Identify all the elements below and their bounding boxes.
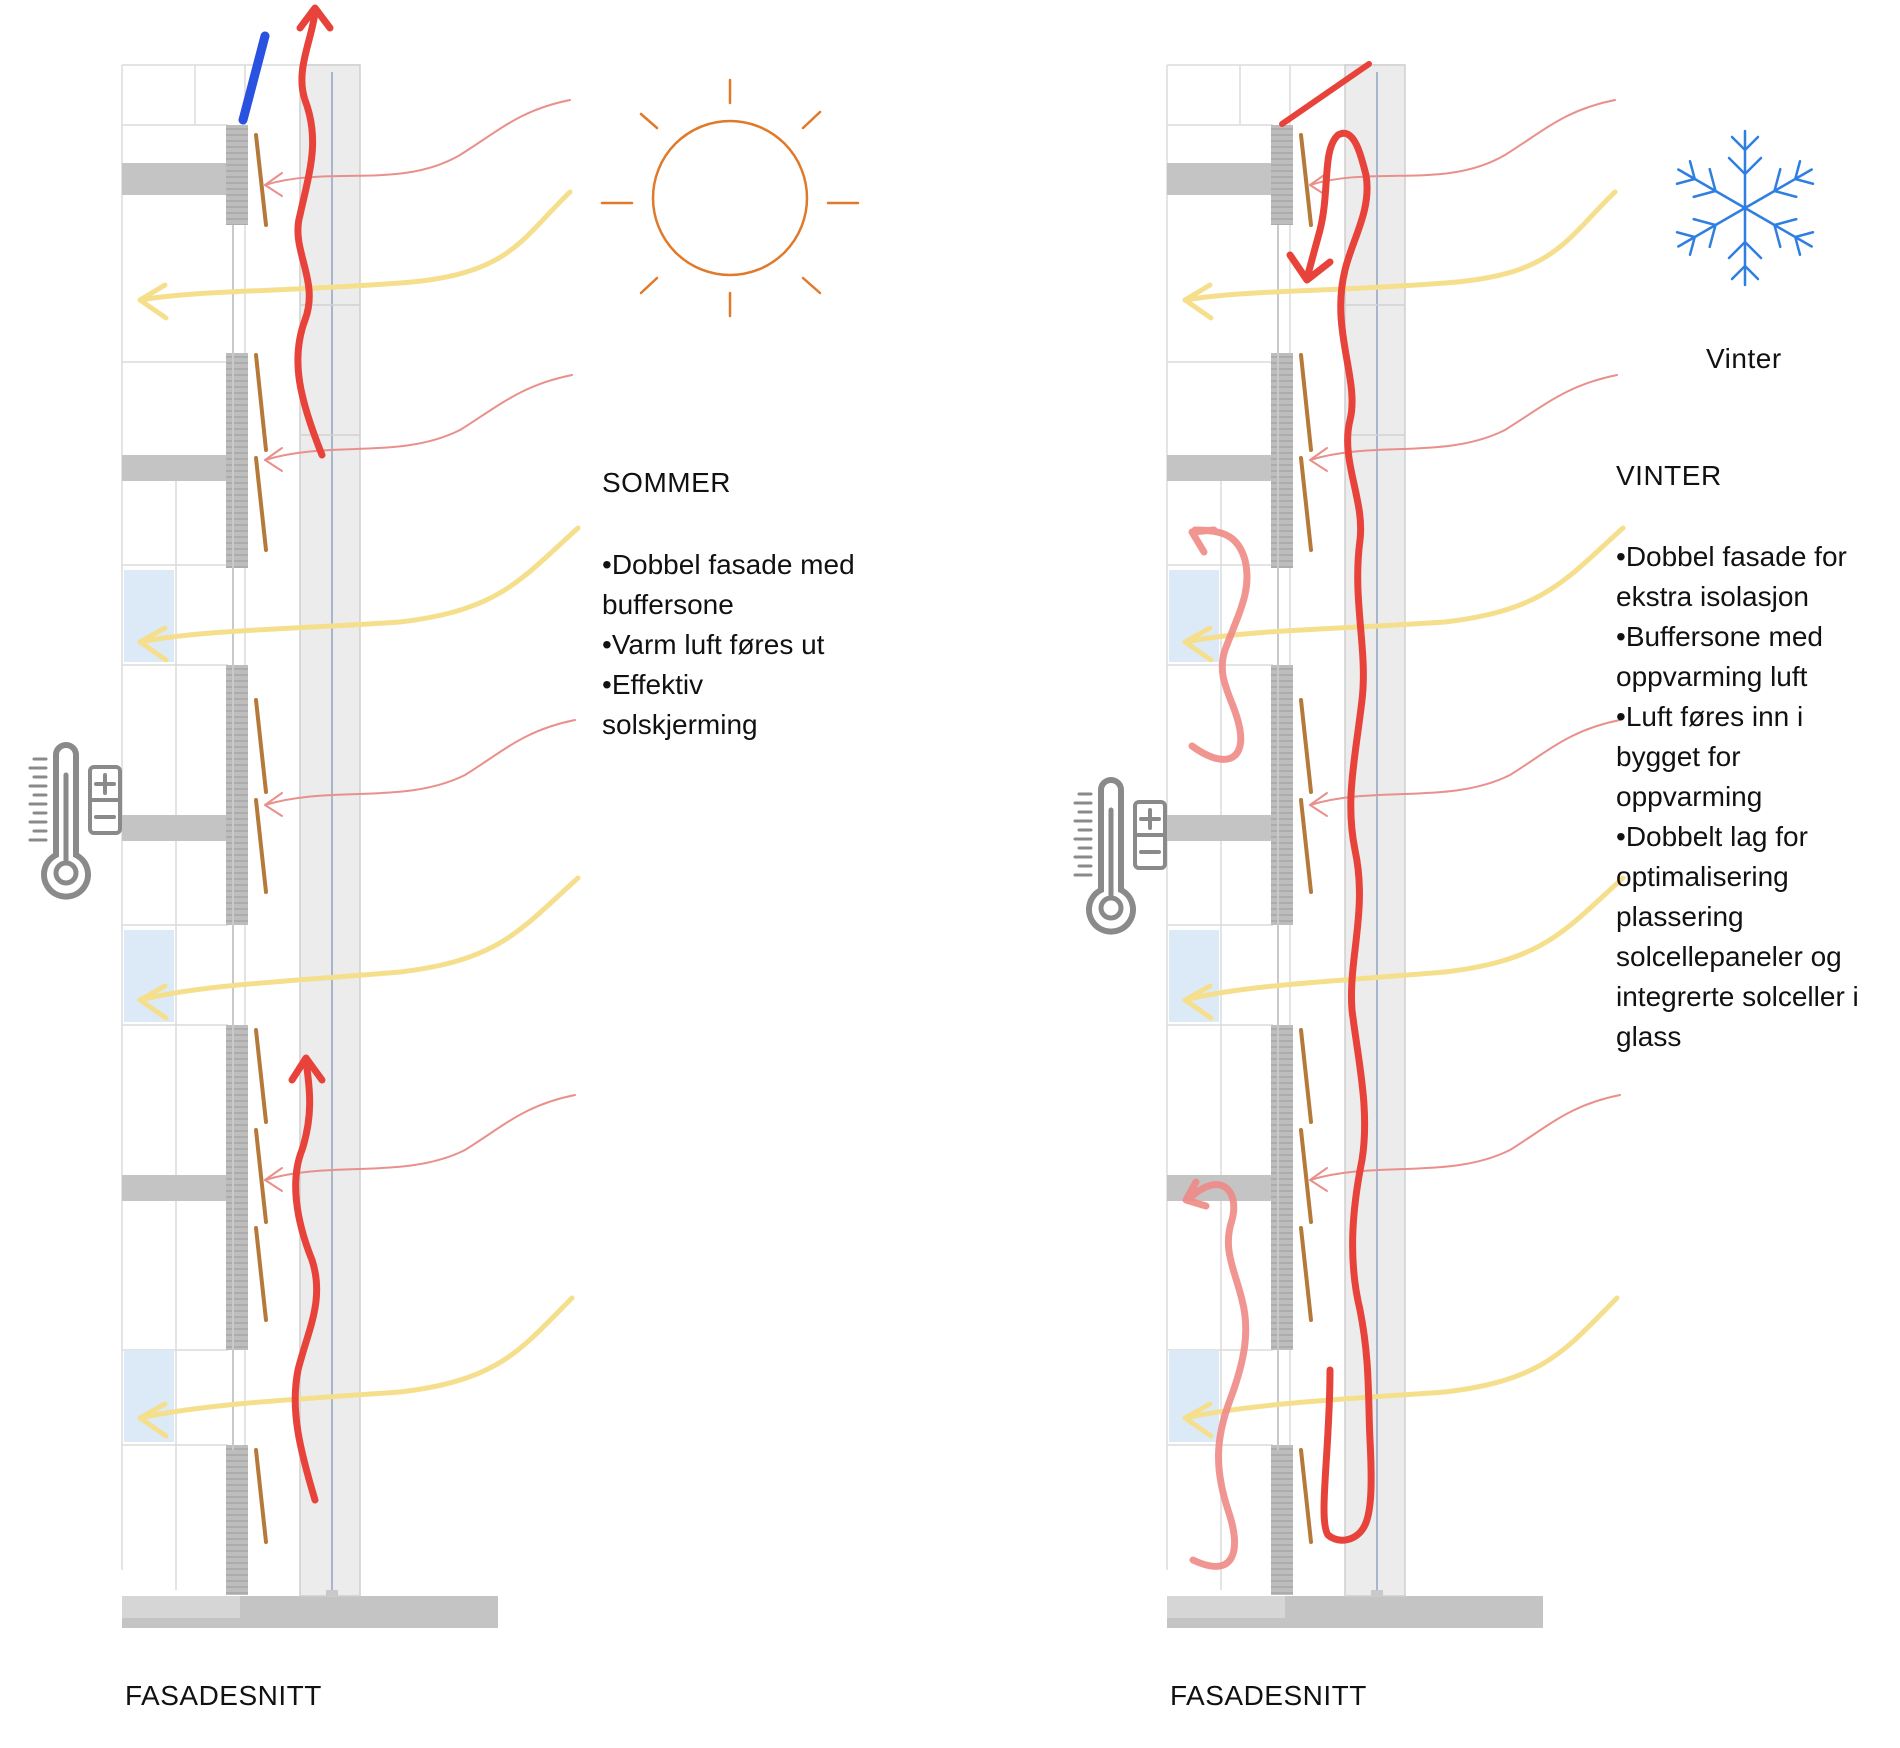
summer-caption: FASADESNITT [125,1680,322,1711]
winter-vent-flap [1279,61,1372,127]
winter-season-label: Vinter [1706,343,1782,374]
summer-bullet-1: Dobbel fasade med buffersone [602,545,857,625]
summer-facade-section [30,4,860,1628]
winter-bullet-2: Buffersone med oppvarming luft [1616,617,1886,697]
winter-caption: FASADESNITT [1170,1680,1367,1711]
winter-recirculation-loop [1286,129,1375,1544]
thermometer-icon [1075,780,1165,932]
summer-warm-air-arrows [288,4,334,1504]
summer-bullet-3: Effektiv solskjerming [602,665,857,745]
winter-bullet-4: Dobbelt lag for optimalisering plasserin… [1616,817,1886,1057]
winter-bullet-1: Dobbel fasade for ekstra isolasjon [1616,537,1886,617]
summer-vent-flap [238,31,270,125]
winter-bullet-3: Luft føres inn i bygget for oppvarming [1616,697,1886,817]
snowflake-icon [1669,129,1821,287]
summer-bullet-2: Varm luft føres ut [602,625,857,665]
summer-bullets: Dobbel fasade med buffersone Varm luft f… [602,545,857,745]
thermometer-icon [30,745,120,897]
summer-heading: SOMMER [602,467,731,498]
winter-bullets: Dobbel fasade for ekstra isolasjon Buffe… [1616,537,1886,1057]
winter-facade-section [1075,61,1821,1628]
winter-warm-air-in-arrows [1182,526,1251,1570]
sun-icon [600,78,860,318]
winter-heading: VINTER [1616,460,1722,491]
